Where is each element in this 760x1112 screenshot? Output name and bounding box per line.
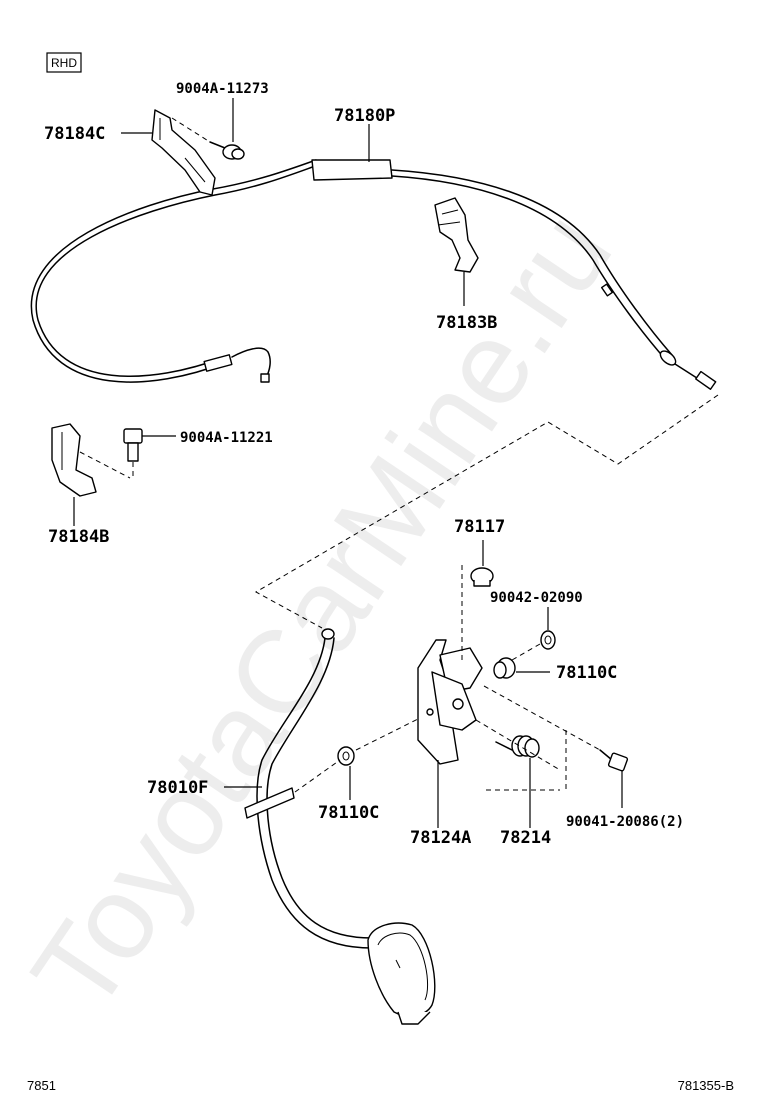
bolt-90041-20086[interactable] [599,749,629,772]
rhd-badge-text: RHD [51,56,77,70]
rhd-badge: RHD [46,52,82,73]
bushing-78110c-upper[interactable] [493,657,516,679]
label-9004a-11273: 9004A-11273 [176,81,269,97]
label-78124a: 78124A [410,828,471,848]
label-78010f: 78010F [147,778,208,798]
bracket-78124a[interactable] [417,639,483,765]
bracket-78184c[interactable] [151,109,216,196]
label-78110c-upper: 78110C [556,663,617,683]
footer-diagram-code: 781355-B [678,1078,734,1093]
label-78180p: 78180P [334,106,395,126]
label-78117: 78117 [454,517,505,537]
label-78110c-lower: 78110C [318,803,379,823]
washer-90042-02090[interactable] [540,630,556,650]
watermark: ToyotaCarMine.ru [7,189,637,1035]
spring-78214[interactable] [495,735,540,758]
label-9004a-11221: 9004A-11221 [180,430,273,446]
label-78184b: 78184B [48,527,109,547]
bushing-78110c-lower[interactable] [337,746,355,766]
bolt-9004a-11273[interactable] [209,141,245,160]
cap-78117[interactable] [470,567,494,587]
label-78183b: 78183B [436,313,497,333]
label-90042-02090: 90042-02090 [490,590,583,606]
footer-page-code: 7851 [27,1078,56,1093]
bolt-9004a-11221[interactable] [123,428,143,462]
label-90041-20086: 90041-20086(2) [566,814,684,830]
clamp-78183b[interactable] [434,197,479,273]
label-78184c: 78184C [44,124,105,144]
accelerator-cable[interactable] [30,159,717,390]
label-78214: 78214 [500,828,551,848]
bracket-78184b[interactable] [51,423,97,497]
pedal-arm-78010f[interactable] [244,628,436,1025]
